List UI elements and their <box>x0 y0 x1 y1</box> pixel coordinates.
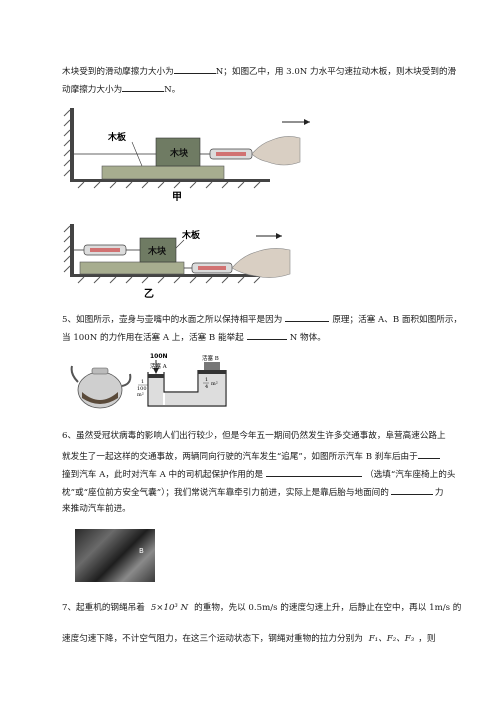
intro-text: N。 <box>164 85 181 95</box>
answer-blank[interactable] <box>173 64 216 74</box>
hand <box>251 136 301 166</box>
q5-line-1: 5、如图所示，壶身与壶嘴中的水面之所以保持相平是因为 原理；活塞 A、B 面积如图… <box>62 312 462 326</box>
intro-line-2: 动摩擦力大小为 N。 <box>62 82 180 96</box>
q5-text: 当 100N 的力作用在活塞 A 上，活塞 B 能举起 <box>62 333 244 343</box>
area-a-den: 100 <box>137 386 147 392</box>
board-label: 木板 <box>181 229 201 241</box>
block-label: 木块 <box>169 147 189 159</box>
q5-text: N 物体。 <box>289 333 326 343</box>
ground <box>70 179 270 182</box>
q6-text: 撞到汽车 A，此时对汽车 A 中的司机起保护作用的是 <box>62 470 264 480</box>
q6-text: 来推动汽车前进。 <box>62 504 131 514</box>
q6-text: 枕”或“座位前方安全气囊”）；我们常说汽车靠牵引力前进，实际上是靠后胎与地面间的 <box>62 488 389 498</box>
q7-line-1: 7、起重机的钢绳吊着 5×10³ N 的重物，先以 0.5m/s 的速度匀速上升，后… <box>62 602 461 614</box>
q7-text: ，则 <box>418 634 436 644</box>
q5-text: 原理；活塞 A、B 面积如图所示， <box>332 315 463 325</box>
q5-line-2: 当 100N 的力作用在活塞 A 上，活塞 B 能举起 N 物体。 <box>62 330 326 344</box>
q6-text: （选填“汽车座椅上的头 <box>365 470 456 480</box>
area-a-unit: m² <box>137 392 144 398</box>
intro-line-1: 木块受到的滑动摩擦力大小为 N；如图乙中，用 3.0N 力水平匀速拉动木板，则木块… <box>62 64 456 78</box>
answer-blank[interactable] <box>122 82 165 92</box>
load <box>204 362 220 370</box>
answer-blank[interactable] <box>390 485 433 495</box>
board <box>101 165 225 180</box>
q7-line-2: 速度匀速下降，不计空气阻力，在这三个运动状态下，钢绳对重物的拉力分别为 F₁、F₂… <box>62 633 435 645</box>
piston-a-label: 活塞 A <box>150 362 168 370</box>
area-b-unit: m² <box>211 381 218 387</box>
area-b-num: 1 <box>205 377 208 383</box>
answer-blank[interactable] <box>417 449 440 459</box>
teapot <box>70 365 132 409</box>
q6-text: 6、虽然受冠状病毒的影响人们出行较少，但是今年五一期间仍然发生许多交通事故，阜营… <box>62 431 446 441</box>
intro-text: N；如图乙中，用 3.0N 力水平匀速拉动木板，则木块受到的滑 <box>215 67 457 77</box>
intro-text: 木块受到的滑动摩擦力大小为 <box>62 67 174 77</box>
q7-text: 速度匀速下降，不计空气阻力，在这三个运动状态下，钢绳对重物的拉力分别为 <box>62 634 363 644</box>
intro-text: 动摩擦力大小为 <box>62 85 123 95</box>
q7-text: 7、起重机的钢绳吊着 <box>62 603 145 613</box>
q7-text: 的重物，先以 0.5m/s 的速度匀速上升，后静止在空中，再以 1m/s 的 <box>194 603 462 613</box>
caption-yi: 乙 <box>144 288 154 300</box>
answer-blank[interactable] <box>246 330 287 340</box>
block-label: 木块 <box>147 245 167 257</box>
connected-vessel <box>147 360 227 407</box>
q6-line-2: 就发生了一起这样的交通事故，两辆同向行驶的汽车发生“追尾”，如图所示汽车 B 刹… <box>62 449 440 463</box>
q7-forces: F₁、F₂、F₃ <box>368 634 415 644</box>
q6-text: 就发生了一起这样的交通事故，两辆同向行驶的汽车发生“追尾”，如图所示汽车 B 刹… <box>62 452 418 462</box>
wall <box>70 224 74 276</box>
block <box>139 237 177 263</box>
figure-jia: 木板 木块 甲 <box>60 104 320 204</box>
piston-b <box>198 370 226 374</box>
piston-a <box>148 374 164 378</box>
board <box>79 261 185 275</box>
q6-text: 力 <box>434 488 444 498</box>
area-b-den: 4 <box>205 384 208 390</box>
q5-text: 5、如图所示，壶身与壶嘴中的水面之所以保持相平是因为 <box>62 315 283 325</box>
force-label: 100N <box>150 353 168 360</box>
block <box>155 137 201 167</box>
q6-line-1: 6、虽然受冠状病毒的影响人们出行较少，但是今年五一期间仍然发生许多交通事故，阜营… <box>62 430 446 442</box>
piston-b-label: 活塞 B <box>202 354 219 362</box>
figure-yi: 木板 木块 乙 <box>60 222 320 302</box>
caption-jia: 甲 <box>172 191 182 203</box>
board-label: 木板 <box>107 131 127 143</box>
wall-hatch <box>63 109 71 177</box>
car-crash-photo: B <box>75 529 155 582</box>
ground <box>70 274 270 277</box>
q6-line-4: 枕”或“座位前方安全气囊”）；我们常说汽车靠牵引力前进，实际上是靠后胎与地面间的… <box>62 485 443 499</box>
q6-line-3: 撞到汽车 A，此时对汽车 A 中的司机起保护作用的是 （选填“汽车座椅上的头 <box>62 467 455 481</box>
wall <box>70 108 74 180</box>
q6-line-5: 来推动汽车前进。 <box>62 503 131 515</box>
q7-weight: 5×10³ N <box>150 603 189 613</box>
hand <box>231 248 291 278</box>
answer-blank[interactable] <box>266 467 363 477</box>
area-a-num: 1 <box>141 379 144 385</box>
ground-hatch <box>77 181 261 189</box>
figure-q5: 100N 活塞 A 活塞 B 1 100 m² 1 4 m² <box>68 352 238 412</box>
photo-label: B <box>139 547 144 555</box>
answer-blank[interactable] <box>285 312 330 322</box>
